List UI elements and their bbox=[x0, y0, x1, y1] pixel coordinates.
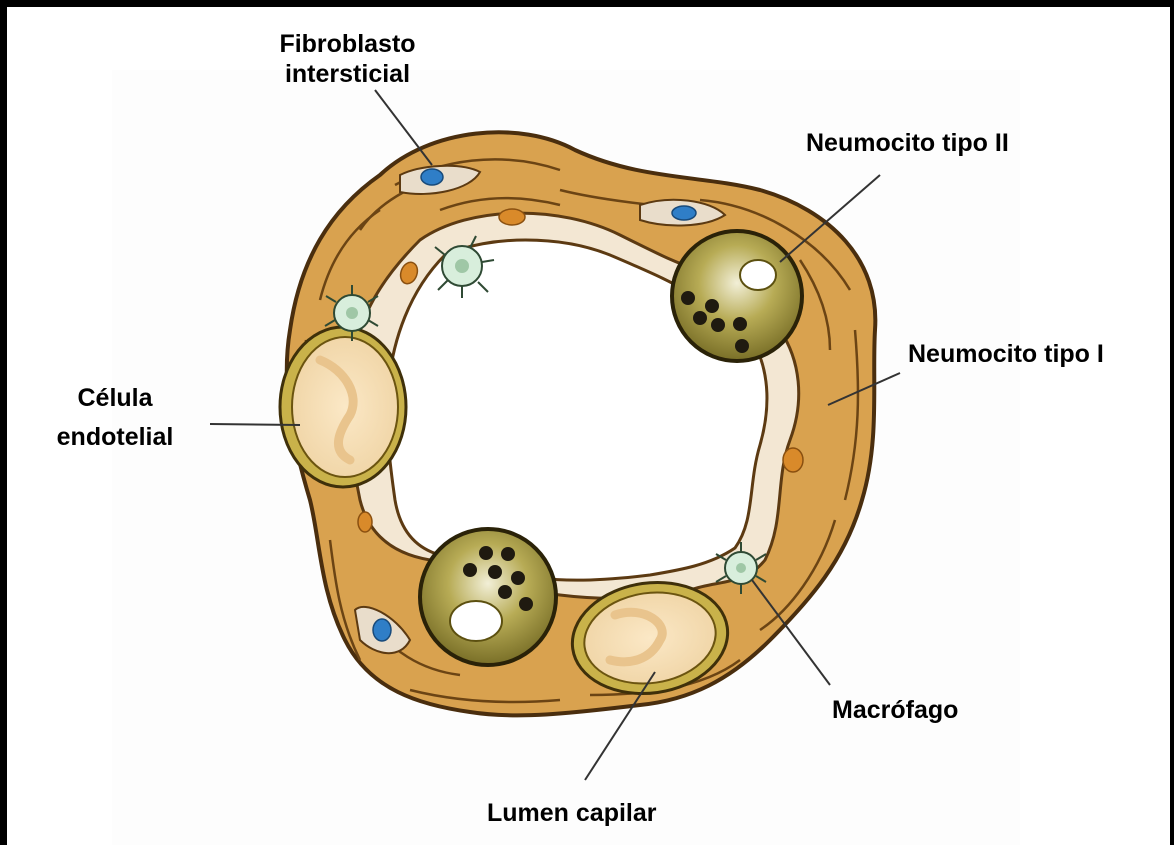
leader-fibroblast bbox=[375, 90, 432, 165]
type2-pneumocyte-bottom bbox=[420, 529, 556, 665]
label-fibroblast-line1: Fibroblasto bbox=[250, 30, 445, 59]
label-type2-pneumocyte: Neumocito tipo II bbox=[806, 129, 1009, 158]
label-endothelial-line2: endotelial bbox=[30, 423, 200, 452]
label-macrophage: Macrófago bbox=[832, 696, 958, 725]
leader-endothelial bbox=[210, 424, 300, 425]
fibroblast-nucleus-right bbox=[672, 206, 696, 220]
type2-pneumocyte-top bbox=[672, 231, 802, 361]
label-endothelial-line1: Célula bbox=[30, 384, 200, 413]
capillary-left bbox=[280, 327, 406, 487]
fibroblast-nucleus-top bbox=[421, 169, 443, 185]
label-lumen-capilar: Lumen capilar bbox=[487, 799, 657, 828]
label-fibroblast-line2: intersticial bbox=[250, 60, 445, 89]
label-type1-pneumocyte: Neumocito tipo I bbox=[908, 340, 1104, 369]
fibroblast-nucleus-left bbox=[373, 619, 391, 641]
